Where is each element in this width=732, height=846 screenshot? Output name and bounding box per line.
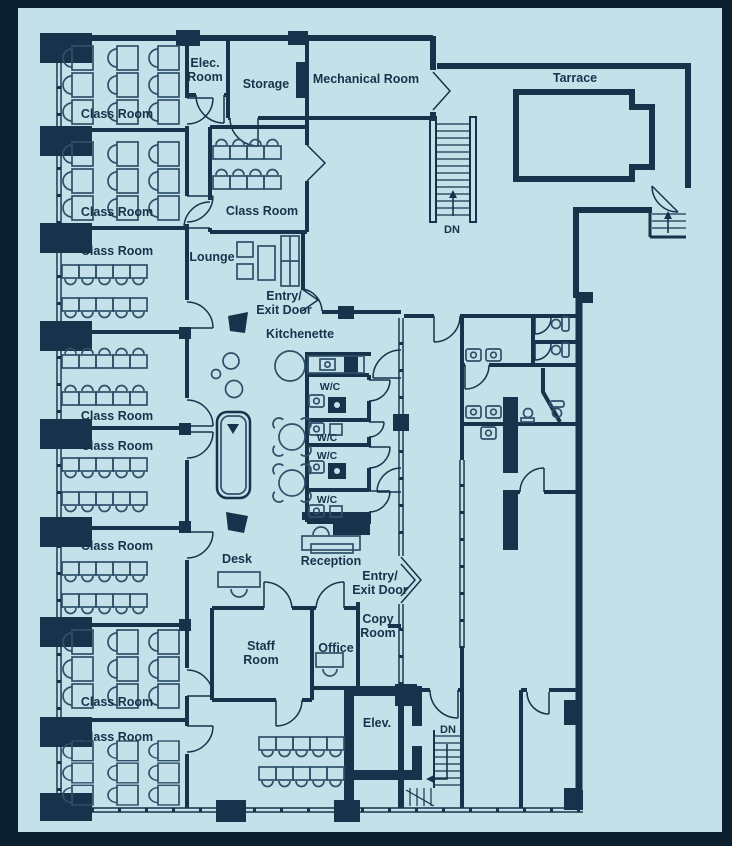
wc-fixtures <box>308 394 346 518</box>
labels: Class Room Class Room Class Room Class R… <box>81 56 597 744</box>
hall-decor <box>210 352 252 500</box>
room-label-copy: Room <box>360 626 395 640</box>
counter <box>307 355 365 374</box>
hall-round-tables <box>269 414 315 506</box>
room-label-elec: Elec. <box>190 56 219 70</box>
label-desk: Desk <box>222 552 252 566</box>
room-label-wc: W/C <box>317 432 338 444</box>
room-label-staff: Room <box>243 653 278 667</box>
doors <box>183 71 679 753</box>
room-label-wc: W/C <box>317 494 338 506</box>
terrace <box>513 89 686 239</box>
room-label-storage: Storage <box>243 77 290 91</box>
down-marker-icon <box>227 424 239 434</box>
label-down-top-stairs: DN <box>444 224 460 236</box>
terrace-roof-outline <box>513 89 655 182</box>
label-reception: Reception <box>301 554 361 568</box>
room-label-elec: Room <box>187 70 222 84</box>
room-label-classroom: Class Room <box>81 730 153 744</box>
room-label-wc: W/C <box>317 450 338 462</box>
sink <box>319 358 336 371</box>
room-label-staff: Staff <box>247 639 276 653</box>
room-label-classroom: Class Room <box>226 204 298 218</box>
label-entry-exit-bottom: Exit Door <box>352 583 408 597</box>
planter-block-top <box>228 312 248 333</box>
interior-walls <box>60 35 579 808</box>
columns-and-blocks <box>40 30 593 822</box>
lounge-furniture <box>236 235 300 287</box>
up-arrow-icon <box>449 190 457 198</box>
staircase-bottom <box>405 730 460 807</box>
room-label-classroom: Class Room <box>81 205 153 219</box>
up-arrow-icon <box>664 211 672 219</box>
label-down-bottom-stairs: DN <box>440 724 456 736</box>
room-label-classroom: Class Room <box>81 695 153 709</box>
desk-fixture <box>217 571 261 598</box>
planter-block-bottom <box>226 512 248 533</box>
label-entry-exit-bottom: Entry/ <box>362 569 398 583</box>
room-label-lounge: Lounge <box>189 250 234 264</box>
room-label-tarrace: Tarrace <box>553 71 597 85</box>
room-label-mechanical: Mechanical Room <box>313 72 419 86</box>
room-label-classroom: Class Room <box>81 439 153 453</box>
round-table <box>274 350 306 382</box>
label-entry-exit-top: Exit Door <box>256 303 312 317</box>
kitchenette-fixtures <box>274 350 365 382</box>
room-label-wc: W/C <box>320 381 341 393</box>
planter <box>215 410 252 500</box>
office-desk <box>315 652 344 677</box>
elevator-shaft <box>344 686 422 810</box>
reception-counter <box>301 526 361 554</box>
room-label-copy: Copy <box>362 612 393 626</box>
room-label-classroom: Class Room <box>81 107 153 121</box>
down-arrow-icon <box>426 775 434 783</box>
room-label-classroom: Class Room <box>81 409 153 423</box>
room-label-office: Office <box>318 641 353 655</box>
room-label-classroom: Class Room <box>81 539 153 553</box>
room-label-classroom: Class Room <box>81 244 153 258</box>
label-entry-exit-top: Entry/ <box>266 289 302 303</box>
right-washroom-fixtures <box>465 316 570 440</box>
terrace-steps <box>648 211 686 239</box>
staircase-top <box>429 116 477 223</box>
room-label-elevator: Elev. <box>363 716 391 730</box>
room-label-kitchenette: Kitchenette <box>266 327 334 341</box>
